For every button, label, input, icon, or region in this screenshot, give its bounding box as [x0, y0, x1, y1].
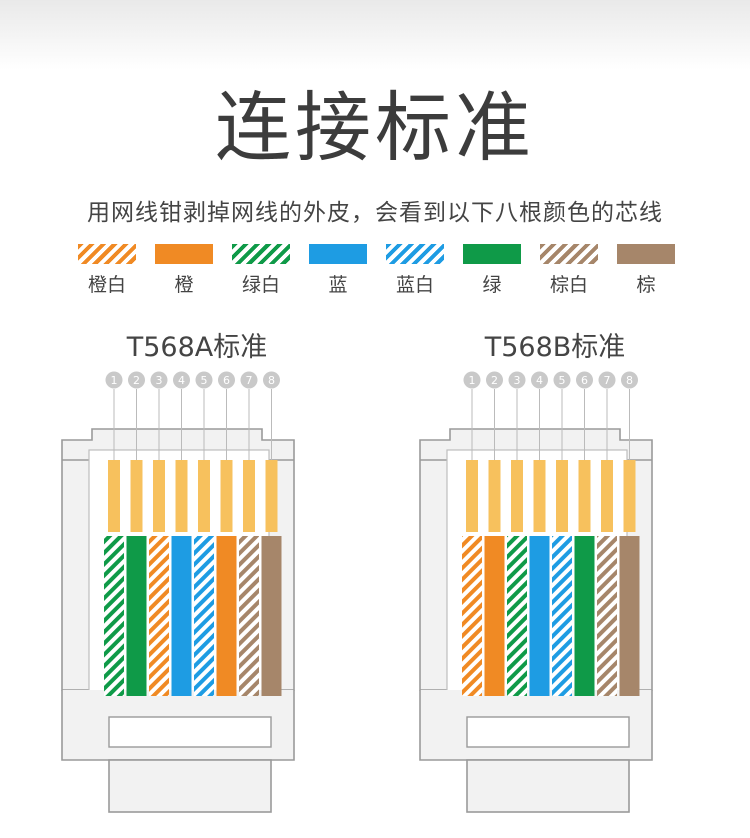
legend-swatch — [155, 244, 213, 264]
t568a-wire — [104, 536, 124, 696]
legend-swatch — [540, 244, 598, 264]
t568b-wire — [552, 536, 572, 696]
legend-item: 棕 — [606, 244, 686, 297]
t568a-gold-contact — [265, 460, 278, 532]
legend-label: 橙白 — [87, 274, 126, 296]
top-gradient-band — [0, 0, 750, 70]
t568b-wire — [484, 536, 505, 696]
page-subtitle: 用网线钳剥掉网线的外皮，会看到以下八根颜色的芯线 — [87, 200, 663, 226]
t568b-gold-contact — [601, 460, 613, 532]
legend-item: 蓝白 — [375, 244, 455, 297]
t568b-pin-number: 2 — [491, 374, 498, 387]
t568b-pin-number: 1 — [469, 374, 476, 387]
legend-label: 绿白 — [241, 274, 280, 296]
legend-swatch — [78, 244, 136, 264]
legend-item: 蓝 — [298, 244, 378, 297]
t568a-gold-contact — [198, 460, 210, 532]
t568a-pin-marker — [128, 371, 145, 389]
legend-label: 棕 — [636, 274, 656, 296]
t568b-pin-marker — [463, 371, 481, 389]
t568b-pin-number: 8 — [626, 374, 633, 387]
t568a-pin-number: 8 — [268, 374, 275, 387]
t568a-pin-number: 7 — [246, 374, 253, 387]
t568a-cable-boot — [108, 759, 272, 813]
t568b-gold-contact — [511, 460, 523, 532]
t568a-pin-marker — [263, 371, 280, 389]
t568a-pin-marker — [150, 371, 168, 389]
t568b-pin-number: 4 — [536, 374, 543, 387]
legend-item: 绿 — [452, 244, 532, 297]
t568a-pin-marker — [173, 371, 190, 389]
legend-label: 蓝白 — [395, 274, 434, 296]
t568b-gold-contact — [578, 460, 591, 532]
t568a-pin-number: 2 — [133, 374, 140, 387]
t568a-pin-marker — [240, 371, 258, 389]
t568b-pin-marker — [486, 371, 503, 389]
t568b-pin-number: 3 — [514, 374, 521, 387]
legend-item: 棕白 — [529, 244, 609, 297]
legend-swatch — [309, 244, 367, 264]
legend-swatch — [232, 244, 290, 264]
legend-item: 橙 — [144, 244, 224, 297]
t568a-pin-marker — [105, 371, 123, 389]
t568a-pin-number: 4 — [178, 374, 185, 387]
legend-label: 蓝 — [328, 274, 348, 296]
t568b-wire — [574, 536, 595, 696]
t568b-wire — [507, 536, 527, 696]
t568a-gold-contact — [153, 460, 165, 532]
t568b-wire — [597, 536, 617, 696]
t568b-pin-marker — [598, 371, 616, 389]
t568a-gold-contact — [108, 460, 120, 532]
t568b-pin-marker — [553, 371, 571, 389]
t568a-pin-marker — [218, 371, 235, 389]
legend-label: 橙 — [174, 274, 194, 296]
t568a-wire — [216, 536, 237, 696]
t568a-wire — [261, 536, 282, 696]
t568b-pin-marker — [576, 371, 593, 389]
t568b-latch-slot — [466, 716, 630, 748]
t568b-pin-number: 5 — [559, 374, 566, 387]
t568b-gold-contact — [623, 460, 636, 532]
t568b-wire — [619, 536, 640, 696]
t568a-gold-contact — [243, 460, 255, 532]
t568a-gold-contact — [175, 460, 188, 532]
t568b-gold-contact — [466, 460, 478, 532]
t568b-pin-marker — [531, 371, 548, 389]
t568a-wire — [239, 536, 259, 696]
legend-label: 绿 — [482, 274, 502, 296]
t568b-wire — [529, 536, 550, 696]
t568b-pin-number: 6 — [581, 374, 588, 387]
legend-item: 绿白 — [221, 244, 301, 297]
t568a-pin-number: 3 — [156, 374, 163, 387]
t568b-gold-contact — [533, 460, 546, 532]
color-legend: 橙白 橙 绿白 蓝 蓝白 绿 棕白 棕 — [0, 244, 750, 304]
t568b-title: T568B标准 — [484, 332, 626, 363]
t568a-gold-contact — [220, 460, 233, 532]
legend-item: 橙白 — [67, 244, 147, 297]
legend-swatch — [386, 244, 444, 264]
page-title: 连接标准 — [215, 83, 535, 172]
legend-label: 棕白 — [549, 274, 588, 296]
t568a-gold-contact — [130, 460, 143, 532]
t568b-gold-contact — [556, 460, 568, 532]
t568b-cable-boot — [466, 759, 630, 813]
t568b-pin-number: 7 — [604, 374, 611, 387]
t568b-pin-marker — [508, 371, 526, 389]
t568b-wire — [462, 536, 482, 696]
legend-swatch — [617, 244, 675, 264]
t568b-pin-marker — [621, 371, 638, 389]
legend-swatch — [463, 244, 521, 264]
t568a-wire — [194, 536, 214, 696]
t568a-pin-number: 5 — [201, 374, 208, 387]
t568a-pin-number: 6 — [223, 374, 230, 387]
t568a-pin-marker — [195, 371, 213, 389]
t568a-wire — [171, 536, 192, 696]
t568a-wire — [149, 536, 169, 696]
t568a-wire — [126, 536, 147, 696]
t568a-pin-number: 1 — [111, 374, 118, 387]
t568b-gold-contact — [488, 460, 501, 532]
t568a-title: T568A标准 — [126, 332, 268, 363]
t568a-latch-slot — [108, 716, 272, 748]
rj45-connector-diagrams: 1 2 3 4 5 6 7 8 1 2 3 4 5 6 7 8 — [61, 371, 653, 813]
